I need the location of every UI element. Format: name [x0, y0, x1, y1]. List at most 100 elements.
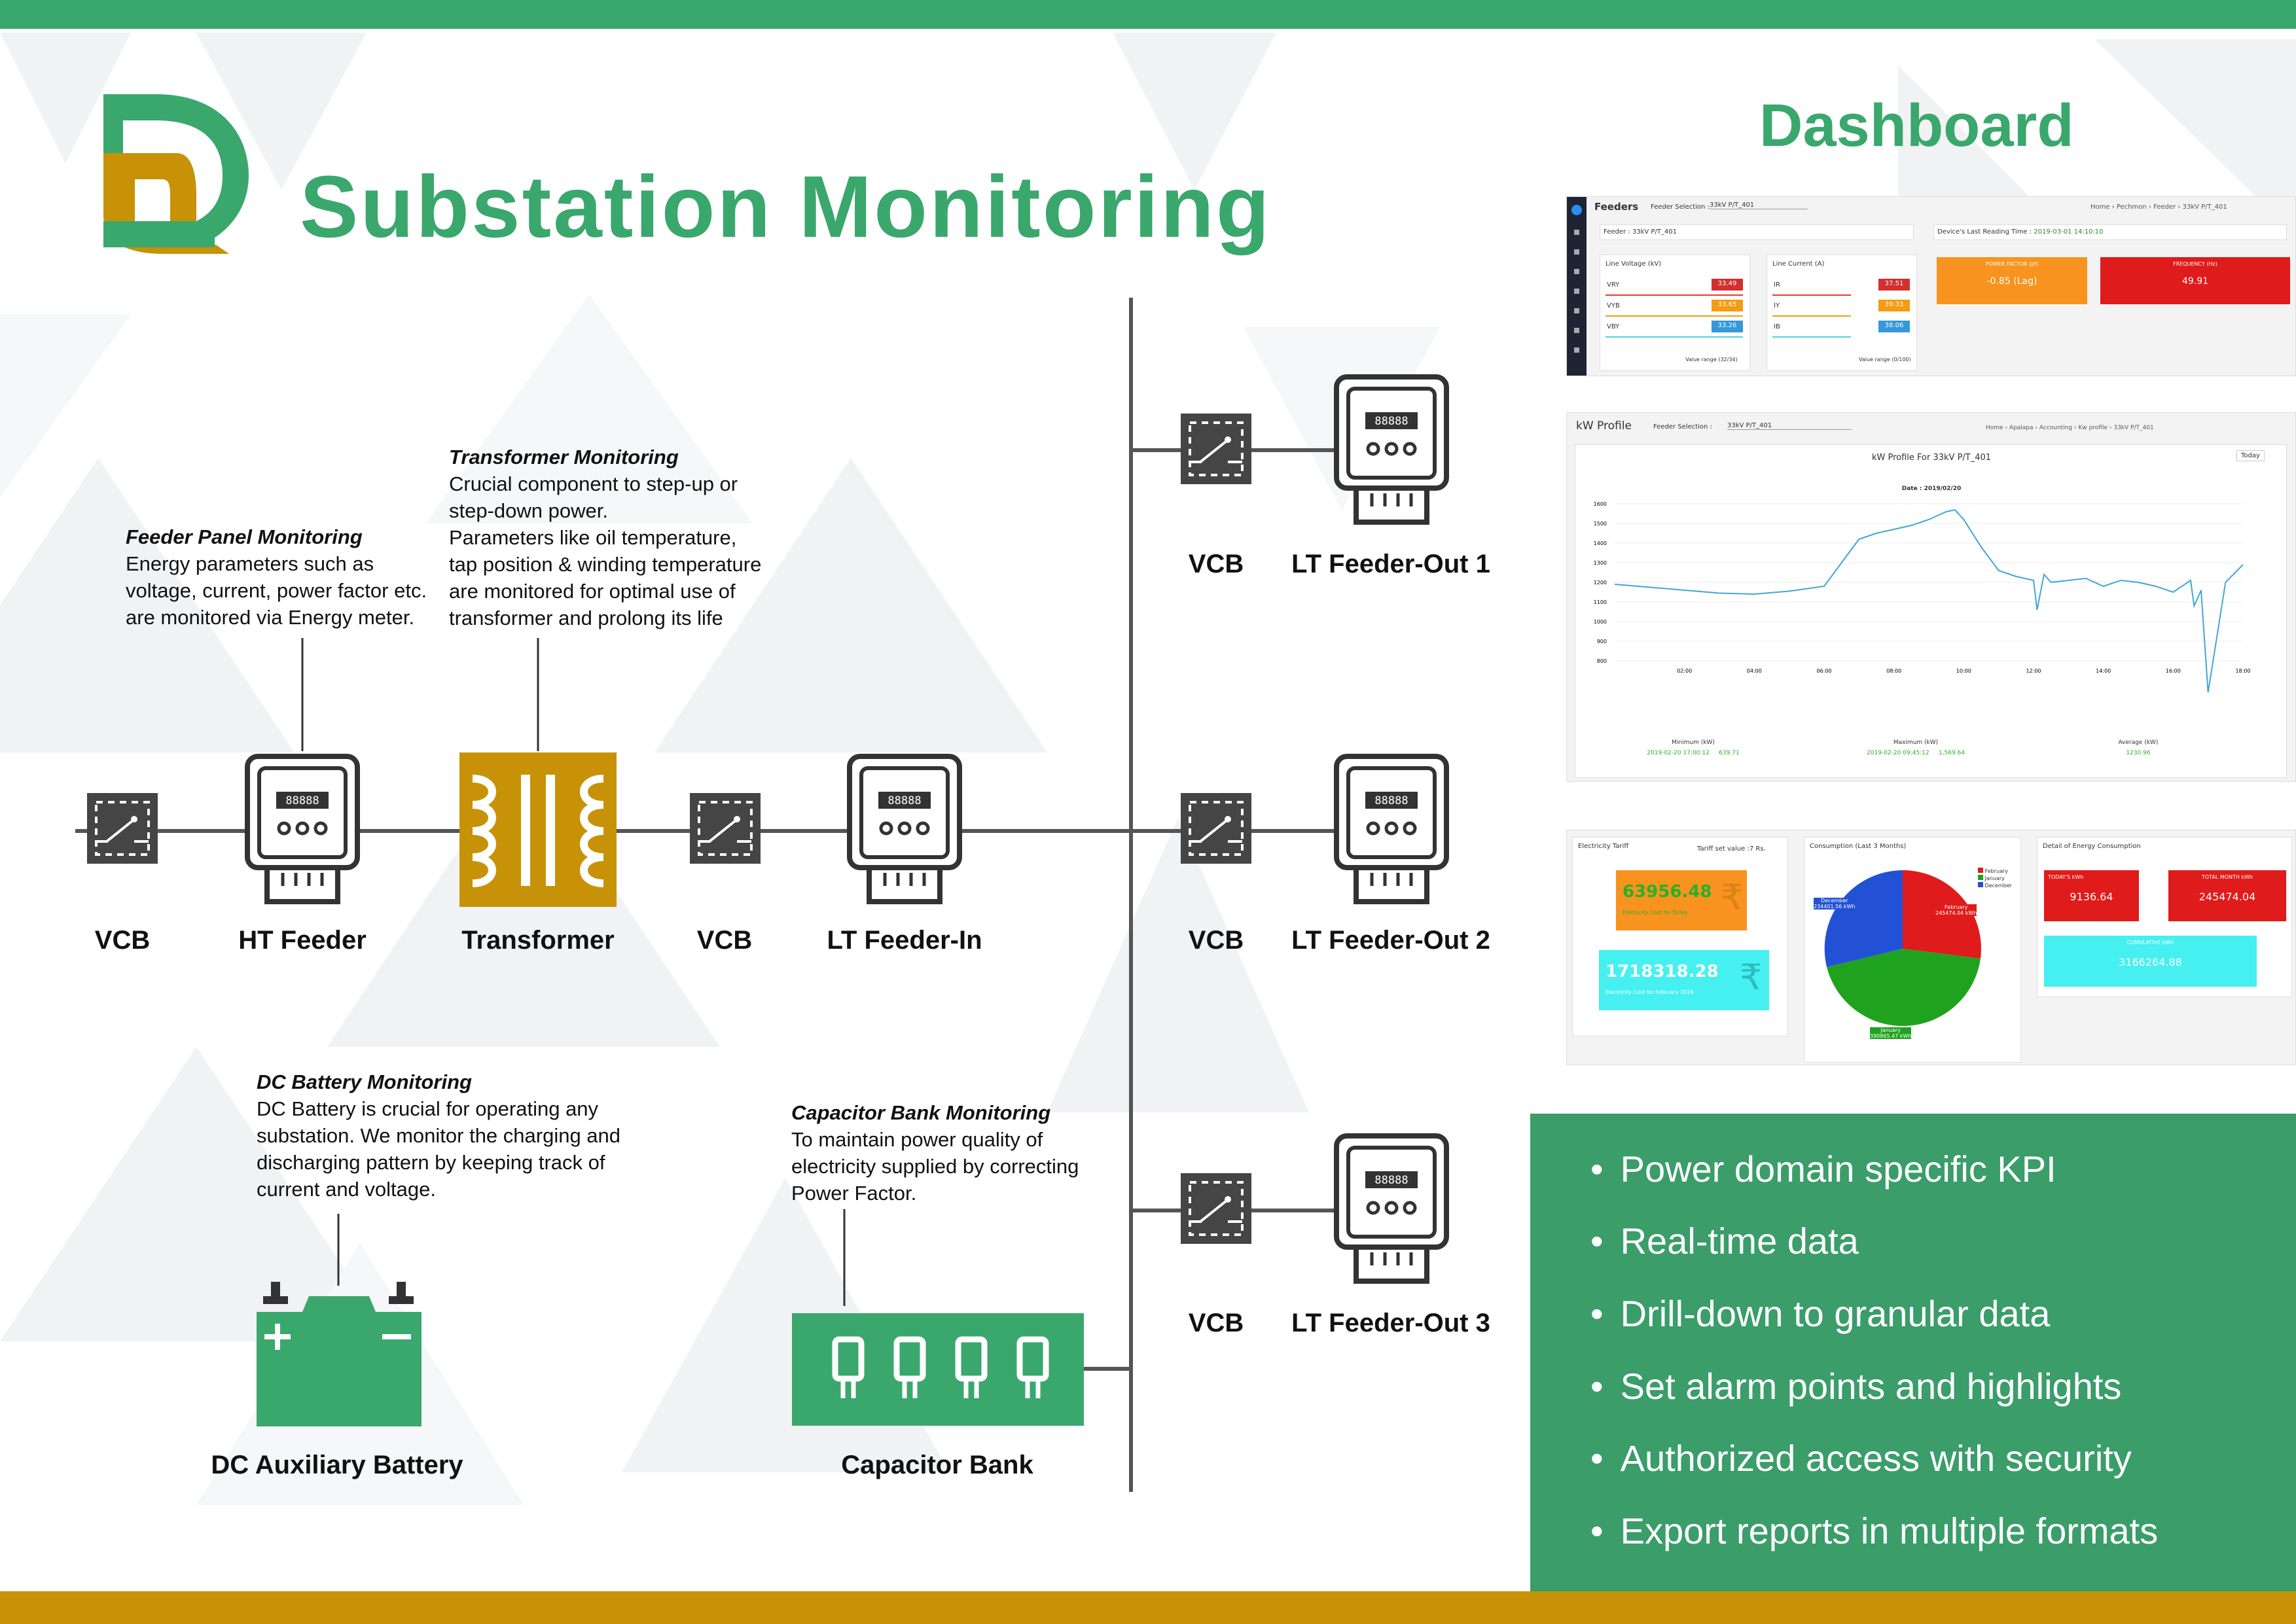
cost-month-value: 1718318.28 [1605, 962, 1719, 981]
x-tick-label: 06:00 [1816, 668, 1831, 674]
feeders-title: Feeders [1594, 201, 1639, 213]
y-tick-label: 900 [1597, 639, 1607, 644]
menu-icon[interactable] [1574, 269, 1579, 274]
menu-icon[interactable] [1574, 230, 1579, 235]
current-range: Value range (0/100) [1859, 357, 1911, 362]
current-row-label: IR [1774, 281, 1780, 289]
breadcrumb-item[interactable]: Home [1986, 425, 2003, 431]
lt-feeder-in-meter-icon: 88888 [847, 754, 962, 904]
lt-feeder-out2-meter-icon: 88888 [1334, 754, 1449, 904]
cumulative-kwh-card: CUMULATIVE kWh 3166264.88 [2044, 936, 2257, 987]
feeder-selection-label: Feeder Selection : [1651, 203, 1710, 211]
breadcrumb-item[interactable]: Kw profile [2078, 425, 2108, 431]
breadcrumb-item[interactable]: Apalapa [2009, 425, 2034, 431]
consumption-pie-chart [1824, 870, 1981, 1027]
vcb-main-breaker [87, 793, 158, 864]
energy-detail-card: Detail of Energy Consumption TODAY'S kWh… [2037, 837, 2292, 997]
consumption-dashboard: Electricity Tariff Tariff set value :7 R… [1566, 830, 2296, 1065]
transformer-annotation-line: tap position & winding temperature [449, 553, 762, 576]
last-reading-time: 2019-03-01 14:10:10 [2034, 228, 2104, 236]
kw-profile-title: kW Profile [1576, 419, 1632, 432]
feature-item: Drill-down to granular data [1590, 1292, 2051, 1335]
capacitor-annotation: Capacitor Bank Monitoring To maintain po… [791, 1099, 1079, 1207]
current-row-value: 39.33 [1878, 300, 1910, 311]
kw-breadcrumb: Home › Apalapa › Accounting › Kw profile… [1986, 425, 2154, 431]
ht-feeder-meter-icon: 88888 [245, 754, 360, 904]
transformer-annotation-line: Parameters like oil temperature, [449, 526, 737, 549]
svg-text:88888: 88888 [1374, 415, 1408, 428]
kw-feeder-selection-label: Feeder Selection : [1653, 423, 1712, 431]
menu-icon[interactable] [1574, 289, 1579, 294]
kw-chart-title: kW Profile For 33kV P/T_401 [1871, 453, 1992, 463]
feeder-name: Feeder : 33kV P/T_401 [1600, 224, 1914, 240]
home-icon[interactable] [1571, 205, 1582, 215]
top-accent-bar [0, 0, 2296, 29]
frequency-value: 49.91 [2181, 276, 2209, 287]
consumption-title: Consumption (Last 3 Months) [1810, 843, 1907, 850]
menu-icon[interactable] [1574, 328, 1579, 333]
cost-month-card: 1718318.28 Electricity Cost for February… [1599, 950, 1769, 1010]
cost-today-card: 63956.48 Electricity Cost for Today ₹ [1616, 870, 1747, 930]
detail-title: Detail of Energy Consumption [2043, 843, 2141, 850]
x-tick-label: 02:00 [1677, 668, 1692, 674]
breadcrumb-item[interactable]: 33kV P/T_401 [2182, 203, 2227, 211]
divider [1605, 294, 1743, 296]
feeder-select[interactable]: 33kV P/T_401 [1710, 202, 1808, 209]
y-tick-label: 1500 [1594, 521, 1607, 527]
pie-label-value: 245474.04 kWh [1935, 910, 1977, 916]
breadcrumb: Home › Pechmon › Feeder › 33kV P/T_401 [2090, 203, 2227, 211]
kw-feeder-select[interactable]: 33kV P/T_401 [1727, 422, 1852, 430]
battery-icon [257, 1282, 422, 1426]
frequency-title: FREQUENCY (Hz) [2173, 261, 2217, 267]
svg-text:88888: 88888 [285, 794, 319, 807]
breadcrumb-item[interactable]: Home [2090, 203, 2110, 211]
legend-label: December [1984, 883, 2013, 889]
feeders-dashboard: Feeders Feeder Selection : 33kV P/T_401 … [1566, 196, 2296, 376]
line-voltage-card: Line Voltage (kV) VRY 33.49 VYB 33.65 VB… [1600, 255, 1750, 371]
battery-annotation-line: substation. We monitor the charging and [257, 1124, 621, 1147]
menu-icon[interactable] [1574, 308, 1579, 313]
period-select[interactable]: Today [2236, 450, 2265, 461]
menu-icon[interactable] [1574, 249, 1579, 255]
rupee-icon: ₹ [1740, 957, 1763, 998]
voltage-row-label: VYB [1607, 302, 1620, 309]
voltage-row-label: VBY [1607, 323, 1620, 330]
current-row-label: IB [1774, 323, 1780, 330]
month-kwh-label: TOTAL MONTH kWh [2201, 874, 2253, 880]
page-title: Substation Monitoring [300, 158, 1272, 256]
transformer-annotation-line: step-down power. [449, 499, 608, 522]
x-tick-label: 18:00 [2235, 668, 2250, 674]
breadcrumb-item[interactable]: Accounting [2039, 425, 2073, 431]
kw-chart-card: kW Profile For 33kV P/T_401 Today Date :… [1575, 444, 2287, 778]
power-factor-value: -0.85 (Lag) [1986, 276, 2037, 287]
x-tick-label: 10:00 [1956, 668, 1971, 674]
legend-label: January [1984, 875, 2005, 881]
y-tick-label: 800 [1597, 658, 1607, 664]
legend-item: January [1978, 875, 2012, 882]
battery-annotation-heading: DC Battery Monitoring [257, 1070, 472, 1093]
battery-annotation: DC Battery Monitoring DC Battery is cruc… [257, 1068, 620, 1203]
bottom-accent-bar [0, 1591, 2296, 1624]
breadcrumb-item[interactable]: 33kV P/T_401 [2113, 425, 2154, 431]
cost-today-value: 63956.48 [1623, 882, 1712, 902]
feeder-annotation-line: voltage, current, power factor etc. [126, 579, 427, 602]
tariff-set-value: Tariff set value :7 Rs. [1697, 845, 1766, 853]
vcb-out2-label: VCB [1188, 926, 1244, 955]
transformer-label: Transformer [461, 926, 615, 955]
breadcrumb-item[interactable]: Feeder [2153, 203, 2176, 211]
vcb-out1-label: VCB [1188, 550, 1244, 578]
dashboard-sidebar [1567, 197, 1587, 376]
feeder-annotation: Feeder Panel Monitoring Energy parameter… [126, 523, 427, 631]
lt-feeder-out3-meter-icon: 88888 [1334, 1133, 1449, 1284]
power-factor-card: POWER FACTOR (pf) -0.85 (Lag) [1937, 257, 2087, 304]
battery-label: DC Auxiliary Battery [211, 1451, 463, 1479]
menu-icon[interactable] [1574, 347, 1579, 353]
x-tick-label: 16:00 [2166, 668, 2181, 674]
breadcrumb-item[interactable]: Pechmon [2116, 203, 2147, 211]
pie-slice-january [1827, 949, 1981, 1027]
features-panel: Power domain specific KPI Real-time data… [1530, 1114, 2296, 1591]
voltage-row-value: 33.49 [1712, 279, 1743, 291]
